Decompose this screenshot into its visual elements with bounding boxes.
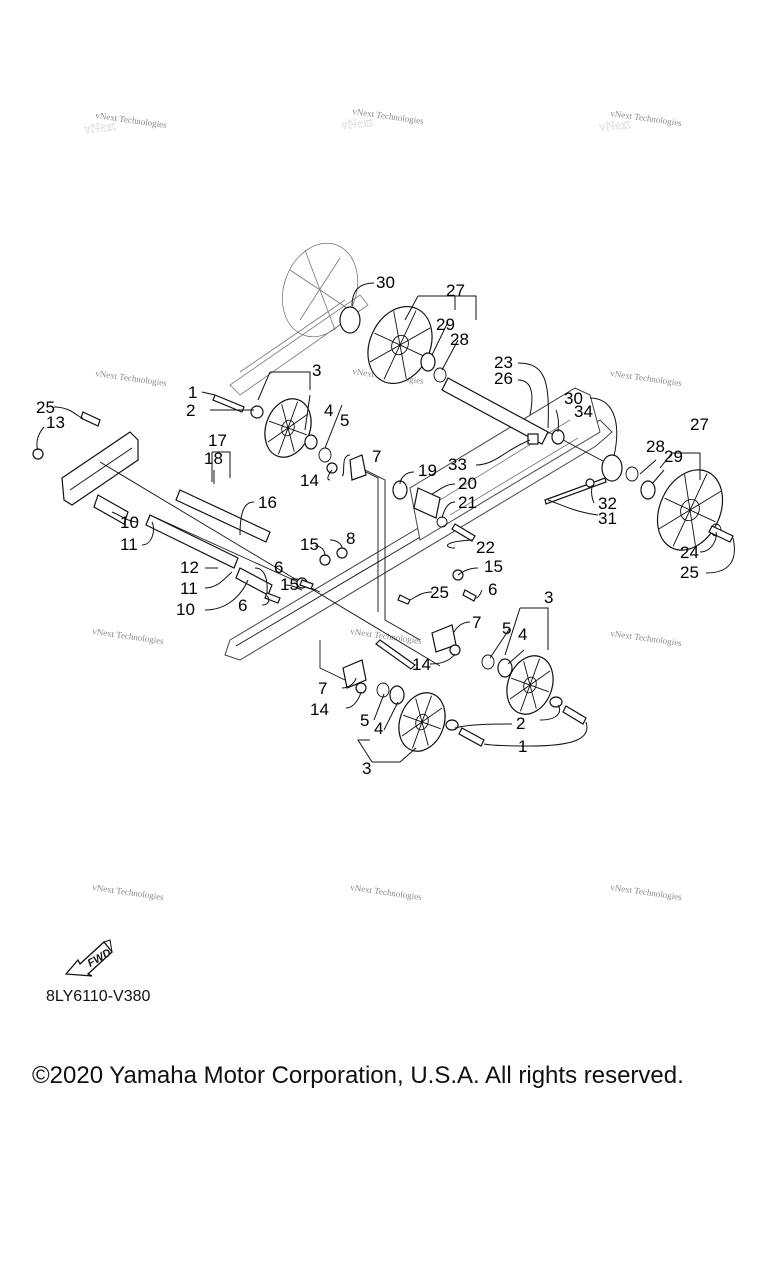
callout-28[interactable]: 28 (450, 330, 469, 349)
callout-17[interactable]: 17 (208, 431, 227, 450)
callout-25[interactable]: 25 (680, 563, 699, 582)
watermark: vNext Technologies (610, 628, 683, 648)
hub-30-upper (339, 306, 361, 334)
watermark: vNext Technologies (610, 368, 683, 388)
hub-30-right (601, 454, 623, 482)
wheel-3-upper (264, 398, 312, 458)
front-bracket (61, 431, 139, 506)
callout-11[interactable]: 11 (180, 579, 198, 598)
watermark: vNext Technologies (350, 882, 423, 902)
callout-8[interactable]: 8 (346, 529, 355, 548)
callout-10[interactable]: 10 (176, 600, 195, 619)
callout-24[interactable]: 24 (680, 543, 699, 562)
svg-text:vNext: vNext (598, 116, 632, 134)
callout-6[interactable]: 6 (488, 580, 497, 599)
callout-10[interactable]: 10 (120, 513, 139, 532)
callout-28[interactable]: 28 (646, 437, 665, 456)
callout-4[interactable]: 4 (518, 625, 527, 644)
callout-1[interactable]: 1 (518, 737, 527, 756)
callout-13[interactable]: 13 (46, 413, 65, 432)
wheel-27-right (656, 469, 724, 551)
callout-4[interactable]: 4 (374, 719, 383, 738)
idler-wheels (264, 305, 724, 752)
callout-12[interactable]: 12 (180, 558, 199, 577)
rear-rail-ghost (229, 242, 369, 396)
callout-7[interactable]: 7 (372, 447, 381, 466)
callout-15[interactable]: 15 (280, 575, 299, 594)
callout-5[interactable]: 5 (360, 711, 369, 730)
fwd-label: FWD (86, 947, 114, 970)
callout-6[interactable]: 6 (238, 596, 247, 615)
callout-2[interactable]: 2 (186, 401, 195, 420)
fwd-arrow-icon: FWD (64, 939, 114, 977)
callout-26[interactable]: 26 (494, 369, 513, 388)
watermark: vNext Technologies (92, 882, 165, 902)
callout-25[interactable]: 25 (430, 583, 449, 602)
callout-3[interactable]: 3 (312, 361, 321, 380)
slide-rail-frame (224, 387, 613, 661)
watermark: vNext Technologies (350, 626, 423, 646)
watermark: vNext Technologies (610, 882, 683, 902)
copyright-notice: ©2020 Yamaha Motor Corporation, U.S.A. A… (32, 1062, 684, 1089)
wheel-3-lower (398, 692, 446, 752)
callout-21[interactable]: 21 (458, 493, 477, 512)
leader-lines (36, 282, 735, 763)
callout-18[interactable]: 18 (204, 449, 223, 468)
callout-33[interactable]: 33 (448, 455, 467, 474)
callout-7[interactable]: 7 (472, 613, 481, 632)
callouts: 30 27 29 28 23 26 30 34 27 28 29 33 32 3… (36, 273, 709, 778)
callout-30[interactable]: 30 (376, 273, 395, 292)
callout-3[interactable]: 3 (544, 588, 553, 607)
watermarks: vNext Technologies vNext vNext Technologi… (83, 106, 683, 902)
callout-6[interactable]: 6 (274, 558, 283, 577)
callout-15[interactable]: 15 (484, 557, 503, 576)
callout-19[interactable]: 19 (418, 461, 437, 480)
callout-34[interactable]: 34 (574, 402, 593, 421)
callout-14[interactable]: 14 (300, 471, 319, 490)
suspension-arm (319, 464, 421, 681)
watermark: vNext Technologies (95, 368, 168, 388)
callout-31[interactable]: 31 (598, 509, 617, 528)
callout-15[interactable]: 15 (300, 535, 319, 554)
callout-23[interactable]: 23 (494, 353, 513, 372)
callout-2[interactable]: 2 (516, 714, 525, 733)
hardware (32, 306, 734, 747)
diagram-code: 8LY6110-V380 (46, 988, 151, 1005)
callout-29[interactable]: 29 (436, 315, 455, 334)
callout-1[interactable]: 1 (188, 383, 197, 402)
callout-5[interactable]: 5 (502, 619, 511, 638)
callout-22[interactable]: 22 (476, 538, 495, 557)
callout-14[interactable]: 14 (412, 655, 431, 674)
callout-29[interactable]: 29 (664, 447, 683, 466)
callout-32[interactable]: 32 (598, 494, 617, 513)
callout-5[interactable]: 5 (340, 411, 349, 430)
callout-16[interactable]: 16 (258, 493, 277, 512)
callout-7[interactable]: 7 (318, 679, 327, 698)
callout-20[interactable]: 20 (458, 474, 477, 493)
watermark: vNext Technologies (92, 626, 165, 646)
shafts (93, 377, 621, 667)
callout-27[interactable]: 27 (690, 415, 709, 434)
callout-30[interactable]: 30 (564, 389, 583, 408)
callout-4[interactable]: 4 (324, 401, 333, 420)
svg-text:vNext: vNext (83, 118, 117, 136)
svg-text:vNext: vNext (340, 114, 374, 132)
callout-3[interactable]: 3 (362, 759, 371, 778)
wheel-3-right (506, 655, 554, 715)
callout-14[interactable]: 14 (310, 700, 329, 719)
callout-25[interactable]: 25 (36, 398, 55, 417)
wheel-27-upper (367, 305, 433, 385)
callout-11[interactable]: 11 (120, 535, 138, 554)
callout-27[interactable]: 27 (446, 281, 465, 300)
